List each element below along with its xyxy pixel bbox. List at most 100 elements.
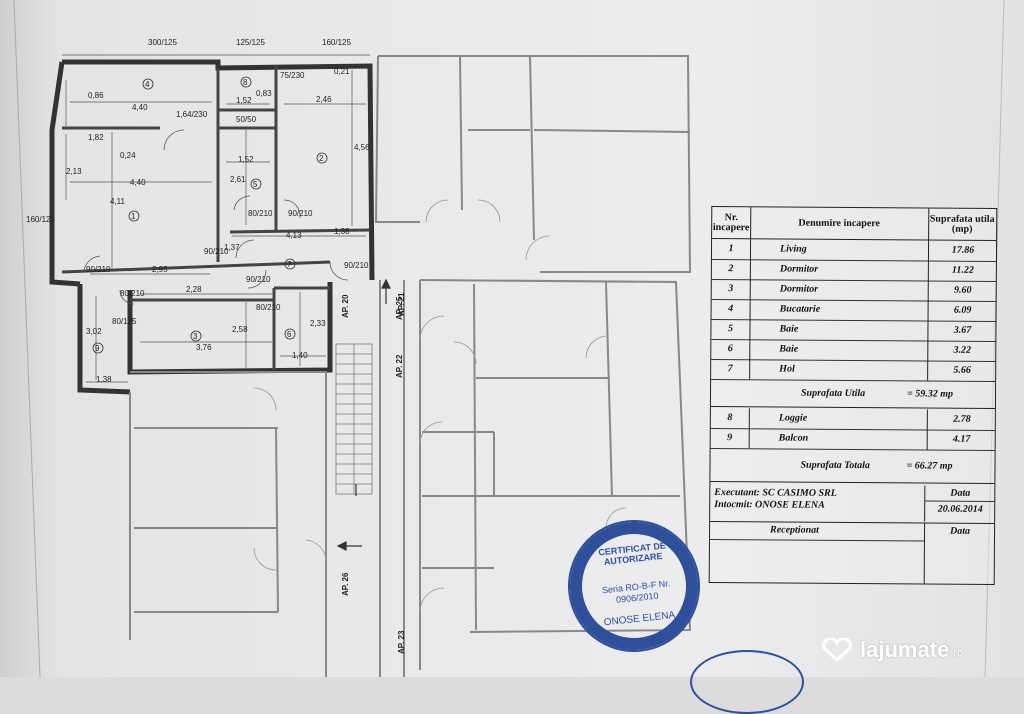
row-name: Dormitor [779, 263, 819, 275]
dim-label: 90/210 [344, 261, 369, 270]
dim-label: 1,38 [334, 227, 350, 236]
dim-label: 4,40 [130, 178, 146, 187]
dim-label: 90/210 [204, 247, 229, 256]
row-area: 3.67 [927, 320, 997, 341]
dim-label: 1,52 [238, 155, 254, 164]
executant-text: Executant: SC CASIMO SRL [714, 487, 837, 499]
neighbor-doors [253, 199, 627, 613]
fold-line [13, 0, 41, 677]
dim-label: 4,40 [132, 103, 148, 112]
arrows [336, 278, 391, 551]
room-numbers: 1 2 3 4 5 6 7 8 9 [92, 76, 328, 354]
dim-label: 2,46 [316, 95, 332, 104]
date-label: Data [925, 487, 996, 502]
watermark-brand: lajumate [860, 637, 950, 662]
second-stamp [690, 650, 804, 714]
row-name: Bucatarie [779, 303, 821, 315]
row-name: Baie [779, 343, 799, 355]
date-value: 20.06.2014 [937, 503, 983, 515]
dim-label: 4,13 [286, 231, 302, 240]
useful-area-label: Suprafata Utila [800, 387, 866, 400]
date-cell: Data 20.06.2014 [924, 485, 996, 522]
header-area: Suprafata utila (mp) [929, 213, 995, 235]
dim-label: 2,33 [310, 319, 326, 328]
apartment-walls [49, 59, 375, 395]
dim-label: 300/125 [148, 38, 177, 47]
dim-label: 0,86 [88, 91, 104, 100]
table-row: 9 Balcon 4.17 [710, 428, 996, 451]
watermark-tld: .ro [950, 647, 964, 659]
row-name: Living [779, 243, 807, 255]
dim-label: 1,82 [88, 133, 104, 142]
apartment-label: AP. 23 [397, 630, 406, 654]
header-name: Denumire incapere [750, 207, 930, 240]
dim-label: 80/210 [120, 289, 145, 298]
dim-label: 125/125 [236, 38, 265, 47]
dim-label: 1,37 [224, 243, 240, 252]
total-area-value: = 66.27 mp [906, 460, 953, 472]
dim-label: 4,11 [110, 197, 126, 206]
row-name: Loggie [778, 412, 808, 424]
neighbor-plan [129, 55, 692, 677]
apartment-label: AP. 21 [397, 292, 406, 316]
row-nr: 1 [711, 239, 752, 260]
stamp-title: CERTIFICAT DE AUTORIZARE [597, 540, 667, 567]
watermark: lajumate .ro [820, 634, 963, 666]
row-area: 11.22 [927, 260, 997, 282]
top-dimension-labels: 300/125 125/125 160/125 [148, 38, 351, 47]
reception-divider [709, 539, 924, 542]
row-nr: 9 [710, 428, 750, 449]
room-number: 7 [287, 260, 292, 269]
dimension-labels: 4,40 1,64/230 1,52 2,46 75/230 0,21 4,56… [26, 67, 370, 384]
row-nr: 7 [711, 359, 751, 380]
row-area: 17.86 [927, 240, 998, 262]
room-number: 8 [243, 78, 248, 87]
dim-label: 3,76 [196, 343, 212, 352]
dim-label: 2,58 [232, 325, 248, 334]
table-header: Nr. incapere Denumire incapere Suprafata… [712, 207, 997, 241]
dim-label: 50/50 [236, 115, 257, 124]
dim-label: 80/125 [112, 317, 137, 326]
apartment-label: AP. 26 [341, 572, 350, 596]
room-number: 1 [131, 212, 136, 221]
dim-label: 0,21 [334, 67, 350, 76]
row-area: 6.09 [927, 300, 997, 322]
dim-label: 160/125 [26, 215, 55, 224]
stamp-series: Seria RO-B-F Nr. 0906/2010 [601, 578, 671, 605]
useful-area-value: = 59.32 mp [906, 388, 954, 400]
row-area: 9.60 [927, 280, 997, 302]
room-number: 3 [193, 332, 198, 341]
row-nr: 6 [711, 339, 751, 360]
room-number: 6 [287, 330, 292, 339]
dim-label: 1,38 [96, 375, 112, 384]
row-nr: 2 [711, 259, 751, 280]
floor-plan: 300/125 125/125 160/125 4,40 1,64/230 1,… [13, 0, 1005, 677]
dim-label: 2,61 [230, 175, 246, 184]
total-area-label: Suprafata Totala [800, 459, 870, 472]
paper-sheet [0, 0, 1024, 677]
dim-label: 75/230 [280, 71, 305, 80]
header-nr: Nr. incapere [712, 207, 752, 239]
apartment-labels: AP. 20 AP. 21 AP. 22 AP. 25 AP. 26 AP. 2… [341, 292, 406, 654]
row-name: Baie [779, 323, 799, 335]
intocmit-text: Intocmit: ONOSE ELENA [714, 499, 825, 511]
room-schedule-table: Nr. incapere Denumire incapere Suprafata… [708, 206, 998, 585]
executant-block: Executant: SC CASIMO SRL Intocmit: ONOSE… [710, 485, 996, 524]
apartment-label: AP. 25 [395, 296, 404, 320]
fold-line [984, 0, 1005, 677]
apartment-label: AP. 22 [395, 354, 404, 378]
stamp-name: ONOSE ELENA [603, 609, 676, 629]
room-number: 9 [95, 344, 100, 353]
row-name: Balcon [778, 432, 809, 444]
row-name: Hol [779, 363, 795, 375]
door-swings [83, 129, 349, 305]
staircase [335, 343, 373, 495]
room-number: 4 [145, 80, 150, 89]
dim-label: 90/210 [86, 265, 111, 274]
dim-label: 1,40 [292, 351, 308, 360]
row-name: Dormitor [779, 283, 819, 295]
row-nr: 4 [711, 299, 751, 320]
dim-label: 2,95 [152, 265, 168, 274]
reception-block: Receptionat Data [709, 521, 996, 584]
dim-label: 4,56 [354, 143, 370, 152]
